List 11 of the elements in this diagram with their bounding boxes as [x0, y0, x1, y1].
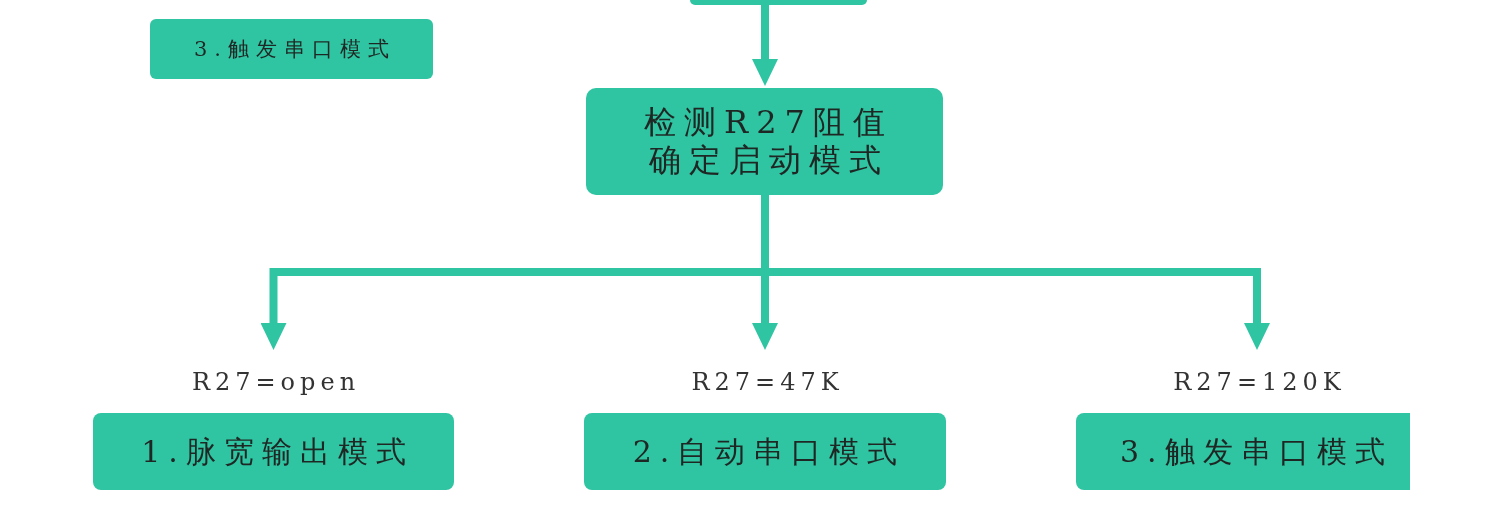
process-box: [690, 0, 867, 5]
process-box: [586, 88, 943, 195]
step-label: 1.脉宽输出模式: [140, 433, 414, 470]
step-label: 检测R27阻值确定启动模式: [643, 104, 894, 179]
process-box: [150, 19, 433, 79]
condition-label: R27=120K: [1172, 368, 1346, 396]
condition-label: R27=open: [190, 368, 361, 396]
step-label: 3.触发串口模式: [192, 36, 396, 62]
step-label: 3.触发串口模式: [1119, 433, 1393, 470]
step-label: 2.自动串口模式: [631, 433, 906, 470]
condition-label: R27=47K: [690, 368, 844, 396]
